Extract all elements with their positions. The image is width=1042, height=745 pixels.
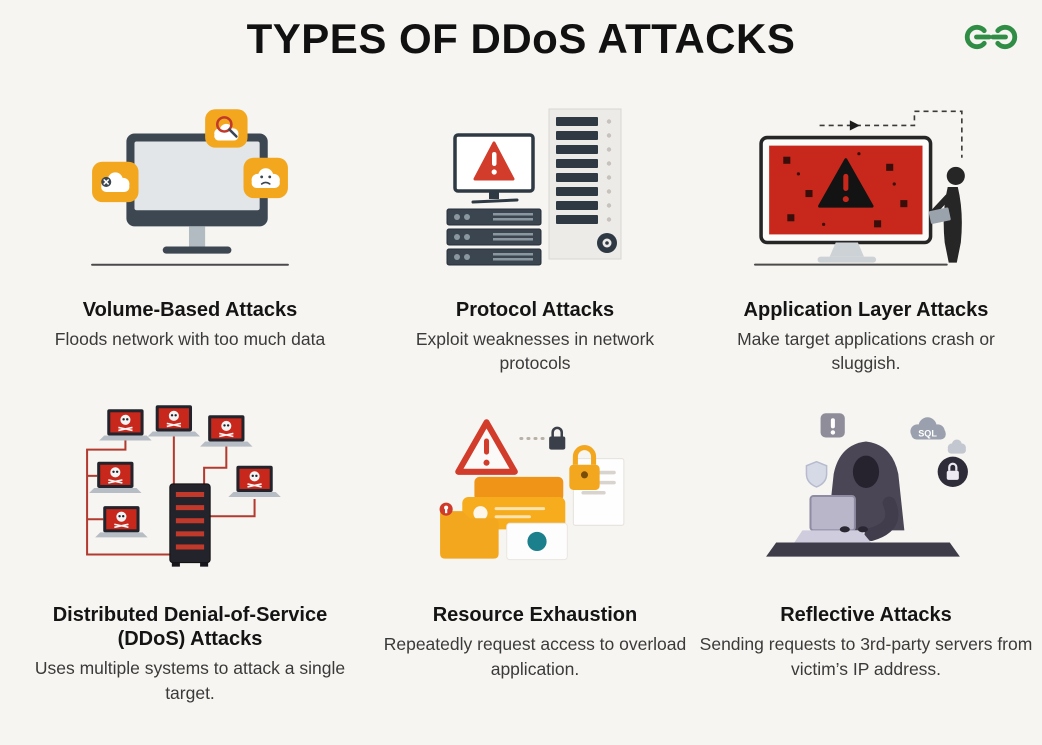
header: TYPES OF DDoS ATTACKS [0, 0, 1042, 62]
card-title: Distributed Denial-of-Service (DDoS) Att… [52, 604, 328, 651]
orange-lock-icon [568, 445, 600, 491]
card-title: Volume-Based Attacks [82, 299, 298, 322]
infected-laptop-icon [94, 506, 148, 538]
infected-laptop-icon [98, 409, 152, 441]
ddos-illustration [77, 393, 304, 593]
hooded-hacker-laptop-icon: SQL [765, 413, 968, 558]
card-description: Exploit weaknesses in network protocols [415, 329, 655, 374]
geeksforgeeks-logo-icon [964, 24, 1018, 50]
card-description: Sending requests to 3rd-party servers fr… [699, 634, 1033, 679]
infected-laptop-icon [227, 465, 281, 497]
server-tower-icon [548, 108, 622, 260]
attack-grid: Volume-Based Attacks Floods network with… [0, 88, 1042, 705]
infected-laptop-icon [199, 415, 253, 447]
locked-folder-icon [439, 503, 499, 560]
card-title: Application Layer Attacks [743, 299, 989, 322]
brand-logo [962, 22, 1020, 52]
page-title: TYPES OF DDoS ATTACKS [246, 15, 796, 62]
reflective-illustration: SQL [758, 393, 975, 593]
cloud-sad-badge-icon [243, 157, 288, 198]
infected-monitor-hacker-icon [753, 110, 965, 266]
card-description: Make target applications crash or sluggi… [737, 329, 995, 374]
arrow-icon [849, 120, 860, 131]
small-cloud-icon [947, 439, 966, 455]
sql-cloud-icon: SQL [909, 417, 946, 440]
desk-icon [765, 542, 960, 558]
exclamation-badge-icon [820, 413, 845, 438]
volume-based-attacks-card: Volume-Based Attacks Floods network with… [0, 88, 380, 375]
infected-laptop-icon [147, 405, 200, 437]
botnet-links-icon [85, 434, 256, 556]
warning-monitor-icon [453, 133, 535, 204]
card-description: Repeatedly request access to overload ap… [383, 634, 687, 679]
server-units-icon [446, 208, 542, 266]
target-server-icon [168, 483, 211, 567]
resource-exhaustion-card: Resource Exhaustion Repeatedly request a… [380, 393, 690, 704]
monitor-cloud-errors-icon [91, 108, 289, 266]
monitor-icon [126, 133, 268, 254]
shield-icon [805, 461, 827, 489]
cloud-search-badge-icon [205, 108, 248, 148]
reflective-attacks-card: SQL [690, 393, 1042, 704]
svg-text:SQL: SQL [918, 429, 937, 439]
laptop-icon [793, 495, 871, 543]
infected-monitor-icon [758, 135, 932, 263]
server-rack-warning-icon [446, 108, 622, 266]
cloud-error-badge-icon [92, 161, 139, 202]
hacker-figure-icon [928, 167, 965, 263]
application-layer-illustration [753, 88, 980, 288]
card-with-dot-icon [505, 523, 568, 561]
application-layer-attacks-card: Application Layer Attacks Make target ap… [690, 88, 1042, 375]
lock-circle-icon [937, 457, 968, 488]
resource-exhaustion-illustration [432, 393, 639, 593]
card-title: Resource Exhaustion [432, 604, 638, 627]
warning-triangle-icon [454, 419, 518, 476]
protocol-attacks-card: Protocol Attacks Exploit weaknesses in n… [380, 88, 690, 375]
protocol-illustration [435, 88, 635, 288]
infected-laptop-icon [88, 461, 142, 493]
botnet-skull-network-icon [85, 405, 281, 567]
card-description: Floods network with too much data [54, 329, 326, 350]
card-title: Protocol Attacks [455, 299, 615, 322]
card-description: Uses multiple systems to attack a single… [34, 658, 346, 703]
dashed-route-icon [819, 110, 963, 158]
ddos-attacks-card: Distributed Denial-of-Service (DDoS) Att… [0, 393, 380, 704]
locked-resources-warning-icon [439, 419, 624, 561]
volume-based-illustration [84, 88, 296, 288]
small-lock-icon [548, 427, 565, 451]
card-title: Reflective Attacks [780, 604, 952, 627]
